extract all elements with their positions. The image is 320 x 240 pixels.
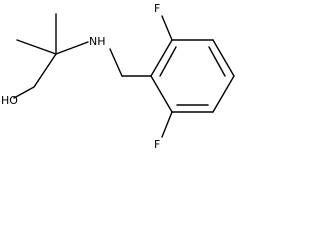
ring-bond-1 xyxy=(150,39,173,77)
ring-double-2 xyxy=(208,46,226,77)
bond-c-f-top xyxy=(161,15,173,41)
hydroxyl-label: HO xyxy=(1,94,18,107)
ring-double-1 xyxy=(159,46,177,77)
fluorine-top-label: F xyxy=(154,2,160,15)
ring-bond-3 xyxy=(212,39,235,77)
molecule-structure: HO NH F F xyxy=(1,2,235,151)
ring-bond-4 xyxy=(212,75,235,113)
bond-ch2-cq xyxy=(33,53,57,88)
atom-labels: HO NH F F xyxy=(1,2,160,151)
bond-n-ch2 xyxy=(109,48,123,77)
bond-cq-n xyxy=(55,41,89,55)
bond-o-ch2 xyxy=(13,86,35,99)
ring-bond-6 xyxy=(150,75,173,113)
amine-label: NH xyxy=(89,35,106,48)
bond-cq-methyl-left xyxy=(16,39,57,55)
bond-c-f-bottom xyxy=(161,111,173,138)
fluorine-bottom-label: F xyxy=(154,138,160,151)
bonds xyxy=(13,13,235,138)
